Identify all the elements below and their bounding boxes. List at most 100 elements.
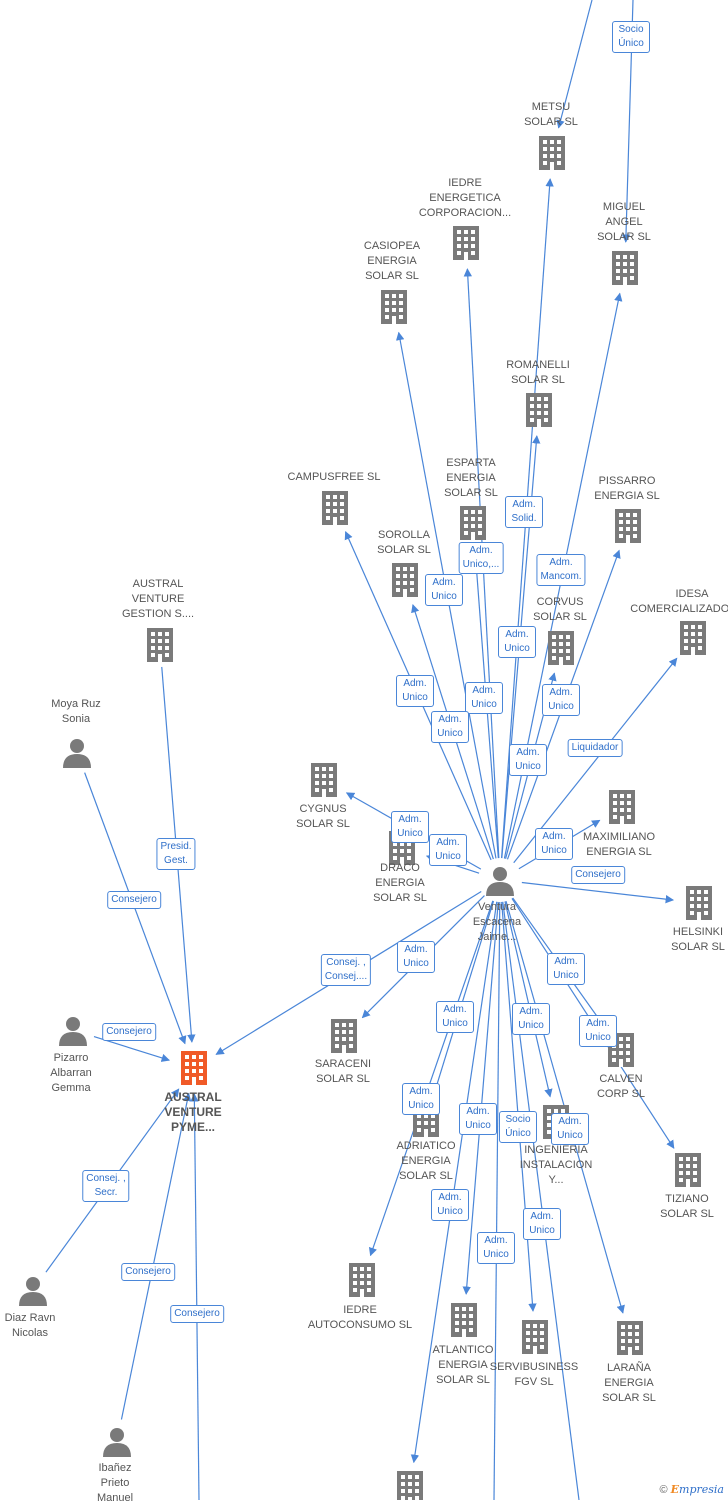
edge-label-socio_unico_top[interactable]: Socio Único	[612, 21, 650, 53]
edge-label-consej_secr[interactable]: Consej. , Secr.	[82, 1170, 130, 1202]
node-label-cygnus[interactable]: CYGNUS SOLAR SL	[296, 803, 350, 830]
person-icon-pizarro[interactable]	[59, 1017, 87, 1046]
edge-label-consejero_pizarro[interactable]: Consejero	[102, 1023, 156, 1041]
node-label-metsu[interactable]: METSU SOLAR SL	[524, 101, 578, 128]
edge-label-adm_unico_saraceni[interactable]: Adm. Unico	[397, 941, 435, 973]
building-icon-austral_gestion[interactable]	[147, 628, 173, 662]
building-icon-bottom_company[interactable]	[397, 1471, 423, 1500]
edge-label-adm_mancom[interactable]: Adm. Mancom.	[536, 554, 586, 586]
node-label-servibusiness[interactable]: SERVIBUSINESS FGV SL	[489, 1361, 579, 1388]
node-label-iedre_energetica[interactable]: IEDRE ENERGETICA CORPORACION...	[418, 177, 512, 219]
node-label-esparta[interactable]: ESPARTA ENERGIA SOLAR SL	[444, 457, 498, 499]
edge-label-adm_unico_cygnus[interactable]: Adm. Unico	[391, 811, 429, 843]
person-icon-ventura[interactable]	[486, 867, 514, 896]
building-icon-austral_pyme[interactable]	[181, 1051, 207, 1085]
building-icon-pissarro[interactable]	[615, 509, 641, 543]
building-icon-tiziano[interactable]	[675, 1153, 701, 1187]
node-label-sorolla[interactable]: SOROLLA SOLAR SL	[377, 529, 431, 556]
edge-ventura-iedre_autoconsumo	[368, 900, 494, 1257]
node-label-austral_gestion[interactable]: AUSTRAL VENTURE GESTION S....	[121, 578, 195, 620]
node-label-ingenieria[interactable]: INGENIERIA INSTALACION Y...	[519, 1144, 593, 1186]
person-icon-ibanez[interactable]	[103, 1428, 131, 1457]
person-icon-diaz[interactable]	[19, 1277, 47, 1306]
node-label-atlantico[interactable]: ATLANTICO ENERGIA SOLAR SL	[432, 1344, 494, 1386]
node-label-moya[interactable]: Moya Ruz Sonia	[51, 698, 101, 725]
edge-label-adm_unico_pissarro[interactable]: Adm. Unico	[542, 684, 580, 716]
node-label-pissarro[interactable]: PISSARRO ENERGIA SL	[594, 475, 660, 502]
node-label-ventura[interactable]: Ventura Escacena Jaime...	[472, 901, 522, 943]
empresia-logo[interactable]: Empresia	[670, 1483, 724, 1496]
edge-label-adm_unico_tiziano[interactable]: Adm. Unico	[579, 1015, 617, 1047]
edge-ventura-adriatico	[431, 900, 495, 1096]
edge-label-adm_unico_sorolla[interactable]: Adm. Unico	[431, 711, 469, 743]
building-icon-larana[interactable]	[617, 1321, 643, 1355]
edge-ventura-bottom_b	[493, 901, 501, 1500]
edge-label-adm_unico_ingenieria[interactable]: Adm. Unico	[512, 1003, 550, 1035]
node-label-tiziano[interactable]: TIZIANO SOLAR SL	[660, 1193, 714, 1220]
edge-label-adm_unico_corvus[interactable]: Adm. Unico	[509, 744, 547, 776]
edge-label-adm_unico_servi[interactable]: Adm. Unico	[477, 1232, 515, 1264]
edge-ventura-helsinki	[521, 881, 675, 904]
edge-label-adm_unico_casiopea[interactable]: Adm. Unico	[425, 574, 463, 606]
edge-label-socio_unico_ing[interactable]: Socio Único	[499, 1111, 537, 1143]
node-label-idesa[interactable]: IDESA COMERCIALIZADORA...	[630, 588, 728, 615]
node-label-calven[interactable]: CALVEN CORP SL	[596, 1073, 646, 1100]
node-label-casiopea[interactable]: CASIOPEA ENERGIA SOLAR SL	[363, 240, 421, 282]
node-label-larana[interactable]: LARAÑA ENERGIA SOLAR SL	[602, 1362, 656, 1404]
building-icon-metsu[interactable]	[539, 136, 565, 170]
node-label-diaz[interactable]: Diaz Ravn Nicolas	[4, 1312, 56, 1339]
edge-label-adm_unico_atlantico[interactable]: Adm. Unico	[459, 1103, 497, 1135]
node-label-ibanez[interactable]: Ibañez Prieto Manuel	[96, 1462, 134, 1504]
edge-label-consejero_ibanez[interactable]: Consejero	[121, 1263, 175, 1281]
edge-ibanez-austral_pyme	[120, 1092, 192, 1420]
edge-label-consejero_moya[interactable]: Consejero	[107, 891, 161, 909]
edge-label-adm_unico_esparta[interactable]: Adm. Unico,...	[458, 542, 504, 574]
node-label-miguel_angel[interactable]: MIGUEL ANGEL SOLAR SL	[597, 201, 651, 243]
edge-ventura-servibusiness	[501, 901, 537, 1312]
building-icon-idesa[interactable]	[680, 621, 706, 655]
building-icon-miguel_angel[interactable]	[612, 251, 638, 285]
node-label-austral_pyme[interactable]: AUSTRAL VENTURE PYME...	[164, 1090, 222, 1134]
node-label-pizarro[interactable]: Pizarro Albarran Gemma	[50, 1052, 92, 1094]
edge-label-adm_unico_romanelli[interactable]: Adm. Unico	[465, 682, 503, 714]
building-icon-romanelli[interactable]	[526, 393, 552, 427]
building-icon-cygnus[interactable]	[311, 763, 337, 797]
node-label-draco[interactable]: DRACO ENERGIA SOLAR SL	[373, 862, 427, 904]
node-label-campusfree[interactable]: CAMPUSFREE SL	[287, 471, 381, 483]
edge-label-adm_unico_metsu[interactable]: Adm. Unico	[498, 626, 536, 658]
edge-label-consejero_helsinki[interactable]: Consejero	[571, 866, 625, 884]
edge-label-consej_ventura[interactable]: Consej. , Consej....	[320, 954, 372, 986]
edge-label-adm_unico_adriatico2[interactable]: Adm. Unico	[402, 1083, 440, 1115]
person-icon-moya[interactable]	[63, 739, 91, 768]
edge-label-adm_unico_calven[interactable]: Adm. Unico	[547, 953, 585, 985]
edge-label-adm_unico_adriatico1[interactable]: Adm. Unico	[436, 1001, 474, 1033]
footer-brand: © Empresia	[659, 1483, 724, 1496]
node-label-corvus[interactable]: CORVUS SOLAR SL	[533, 596, 587, 623]
building-icon-helsinki[interactable]	[686, 886, 712, 920]
edge-label-adm_unico_maxi[interactable]: Adm. Unico	[535, 828, 573, 860]
edge-label-adm_solid[interactable]: Adm. Solid.	[505, 496, 543, 528]
node-label-helsinki[interactable]: HELSINKI SOLAR SL	[671, 926, 725, 953]
node-label-romanelli[interactable]: ROMANELLI SOLAR SL	[506, 359, 570, 386]
edge-label-consejero_bottom[interactable]: Consejero	[170, 1305, 224, 1323]
node-label-maximiliano[interactable]: MAXIMILIANO ENERGIA SL	[582, 831, 656, 858]
building-icon-campusfree[interactable]	[322, 491, 348, 525]
edge-label-adm_unico_larana[interactable]: Adm. Unico	[523, 1208, 561, 1240]
building-icon-iedre_autoconsumo[interactable]	[349, 1263, 375, 1297]
edge-label-presid_gest[interactable]: Presid. Gest.	[156, 838, 196, 870]
building-icon-corvus[interactable]	[548, 631, 574, 665]
edge-label-adm_unico_ing2[interactable]: Adm. Unico	[551, 1113, 589, 1145]
edge-ventura-atlantico	[462, 901, 499, 1295]
node-label-adriatico[interactable]: ADRIATICO ENERGIA SOLAR SL	[396, 1140, 456, 1182]
edge-label-adm_unico_campus[interactable]: Adm. Unico	[396, 675, 434, 707]
edge-label-liquidador[interactable]: Liquidador	[567, 739, 623, 757]
building-icon-sorolla[interactable]	[392, 563, 418, 597]
edge-label-adm_unico_iedre_auto[interactable]: Adm. Unico	[431, 1189, 469, 1221]
node-label-saraceni[interactable]: SARACENI SOLAR SL	[314, 1058, 372, 1085]
building-icon-saraceni[interactable]	[331, 1019, 357, 1053]
edge-label-adm_unico_draco[interactable]: Adm. Unico	[429, 834, 467, 866]
node-label-iedre_autoconsumo[interactable]: IEDRE AUTOCONSUMO SL	[307, 1304, 413, 1331]
building-icon-atlantico[interactable]	[451, 1303, 477, 1337]
building-icon-maximiliano[interactable]	[609, 790, 635, 824]
building-icon-casiopea[interactable]	[381, 290, 407, 324]
